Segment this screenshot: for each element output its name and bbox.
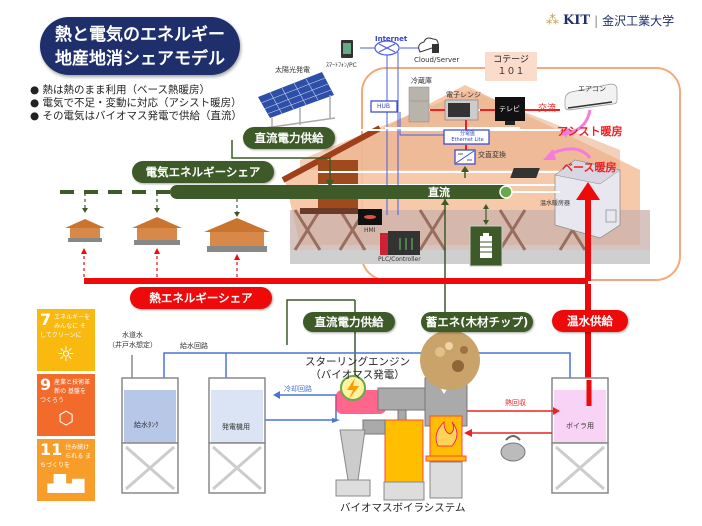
system-name-label: バイオマスボイラシステム: [340, 502, 466, 514]
boiler-tank: [551, 377, 609, 494]
bullet-item: その電気はバイオマス発電で供給（直流）: [30, 110, 243, 123]
dc-bus-label: 直流: [428, 186, 450, 199]
solar-panel-icon: [258, 72, 336, 129]
flame-icon: [435, 421, 458, 447]
cooling-circuit-label: 冷却回路: [284, 385, 312, 393]
battery-storage-icon: [469, 225, 503, 267]
ac-power-label: 交流: [538, 104, 557, 114]
boiler-tank-label: ボイラ用: [566, 422, 594, 430]
kettle-icon: [500, 435, 526, 462]
smartphone-label: ｽﾏｰﾄﾌｫﾝ/PC: [326, 62, 357, 69]
assist-heating-label: アシスト暖房: [557, 125, 623, 138]
tv-icon: [495, 97, 525, 125]
aircon-label: エアコン: [578, 85, 606, 93]
stirling-line2: （バイオマス発電）: [310, 369, 405, 381]
small-house-icon: [65, 219, 105, 242]
base-heating-arrow: [549, 147, 592, 159]
tv-label: テレビ: [499, 105, 520, 113]
cloud-label: Cloud/Server: [414, 56, 460, 64]
wood-chips-image: [420, 330, 480, 390]
ac-dc-converter-icon: [454, 149, 476, 165]
small-house-icon: [132, 217, 182, 245]
dc-supply-bottom-pill: 直流電力供給: [303, 312, 395, 332]
logo-separator: |: [594, 13, 599, 28]
title-line-2: 地産地消シェアモデル: [55, 49, 225, 69]
bullet-item: 熱は熱のまま利用（ベース熱暖房）: [30, 84, 242, 97]
fridge-icon: [408, 86, 430, 123]
electric-share-pill: 電気エネルギーシェア: [132, 161, 274, 183]
sdg-goal-11: 11 住み続けられる まちづくりを ▟▙▆: [37, 439, 95, 501]
heat-recovery-label: 熱回収: [505, 399, 526, 407]
generator-tank: [208, 377, 266, 494]
cottage-name-tag: コテージ １０１: [485, 52, 537, 81]
hmi-label: HMI: [364, 227, 376, 234]
lightning-bolt-icon: [340, 375, 366, 401]
sdg-number: 9: [40, 375, 52, 394]
logo-university: 金沢工業大学: [602, 14, 675, 28]
sdg-goal-9: 9 産業と技術革新の 基盤をつくろう ⬡: [37, 374, 95, 436]
feed-tank-label: 給水ﾀﾝｸ: [134, 421, 159, 429]
feed-circuit-label: 給水回路: [180, 342, 208, 350]
feature-bullet-list: 熱は熱のまま利用（ベース熱暖房） 電気で不足・変動に対応（アシスト暖房） その電…: [30, 84, 243, 123]
distribution-panel-label: 分電盤 Ethernet Lite: [445, 131, 490, 143]
roof-edge: [281, 125, 382, 183]
title-banner: 熱と電気のエネルギー 地産地消シェアモデル: [40, 17, 240, 75]
sdg-number: 11: [40, 440, 63, 459]
bullet-item: 電気で不足・変動に対応（アシスト暖房）: [30, 97, 242, 110]
microwave-icon: [444, 99, 479, 121]
panel-label-en: Ethernet Lite: [451, 137, 484, 143]
generator-tank-label: 発電機用: [222, 423, 250, 431]
internet-label: Internet: [375, 35, 408, 43]
microwave-label: 電子レンジ: [446, 91, 481, 99]
hub-label: HUB: [377, 103, 391, 110]
tap-water-line2: （井戸水想定）: [108, 341, 157, 349]
distribution-panel: [443, 129, 490, 145]
sdg-text: 住み続けられる まちづくりを: [40, 444, 92, 469]
logo-brand: KIT: [563, 13, 591, 28]
feed-water-tank: [121, 377, 179, 494]
hub-box: [370, 100, 398, 113]
cottage-number: １０１: [497, 67, 525, 77]
title-line-1: 熱と電気のエネルギー: [55, 25, 225, 45]
aircon-icon: [564, 83, 618, 111]
biomass-boiler-machine: [335, 377, 468, 501]
dc-supply-top-pill: 直流電力供給: [243, 127, 335, 149]
storage-pill: 蓄エネ(木材チップ): [421, 312, 533, 332]
plc-controller-icon: [380, 231, 420, 255]
kit-logo: ⁂ KIT | 金沢工業大学: [546, 12, 674, 29]
sun-power-icon: ☼: [57, 342, 75, 366]
city-buildings-icon: ▟▙▆: [47, 474, 85, 493]
sdg-goal-7: 7 エネルギーをみんなに そしてクリーンに ☼: [37, 309, 95, 371]
tap-water-label: 水道水 （井戸水想定）: [108, 330, 157, 350]
cloud-server-icon: [418, 37, 439, 53]
fridge-label: 冷蔵庫: [411, 77, 432, 85]
cubes-icon: ⬡: [58, 408, 74, 429]
heater-label: 温水暖房器: [540, 200, 571, 207]
tap-water-line1: 水道水: [122, 331, 143, 339]
sdg-number: 7: [40, 310, 52, 329]
cottage-name: コテージ: [493, 55, 529, 65]
base-heating-label: ベース暖房: [562, 161, 617, 174]
plc-label: PLC/Controller: [378, 256, 421, 263]
panel-label-ja: 分電盤: [459, 131, 475, 137]
inverter-label: 交直変換: [478, 151, 506, 159]
small-house-icon: [204, 218, 270, 252]
stirling-line1: スターリングエンジン: [305, 356, 410, 368]
sdg-text: 産業と技術革新の 基盤をつくろう: [40, 379, 91, 404]
heat-share-pill: 熱エネルギーシェア: [130, 287, 272, 309]
sdg-text: エネルギーをみんなに そしてクリーンに: [40, 314, 91, 339]
stirling-engine-label: スターリングエンジン （バイオマス発電）: [305, 356, 410, 382]
solar-label: 太陽光発電: [275, 66, 310, 74]
hot-water-supply-pill: 温水供給: [552, 310, 628, 332]
kit-emblem-icon: ⁂: [546, 13, 559, 28]
dc-bus-bar: [170, 185, 510, 199]
